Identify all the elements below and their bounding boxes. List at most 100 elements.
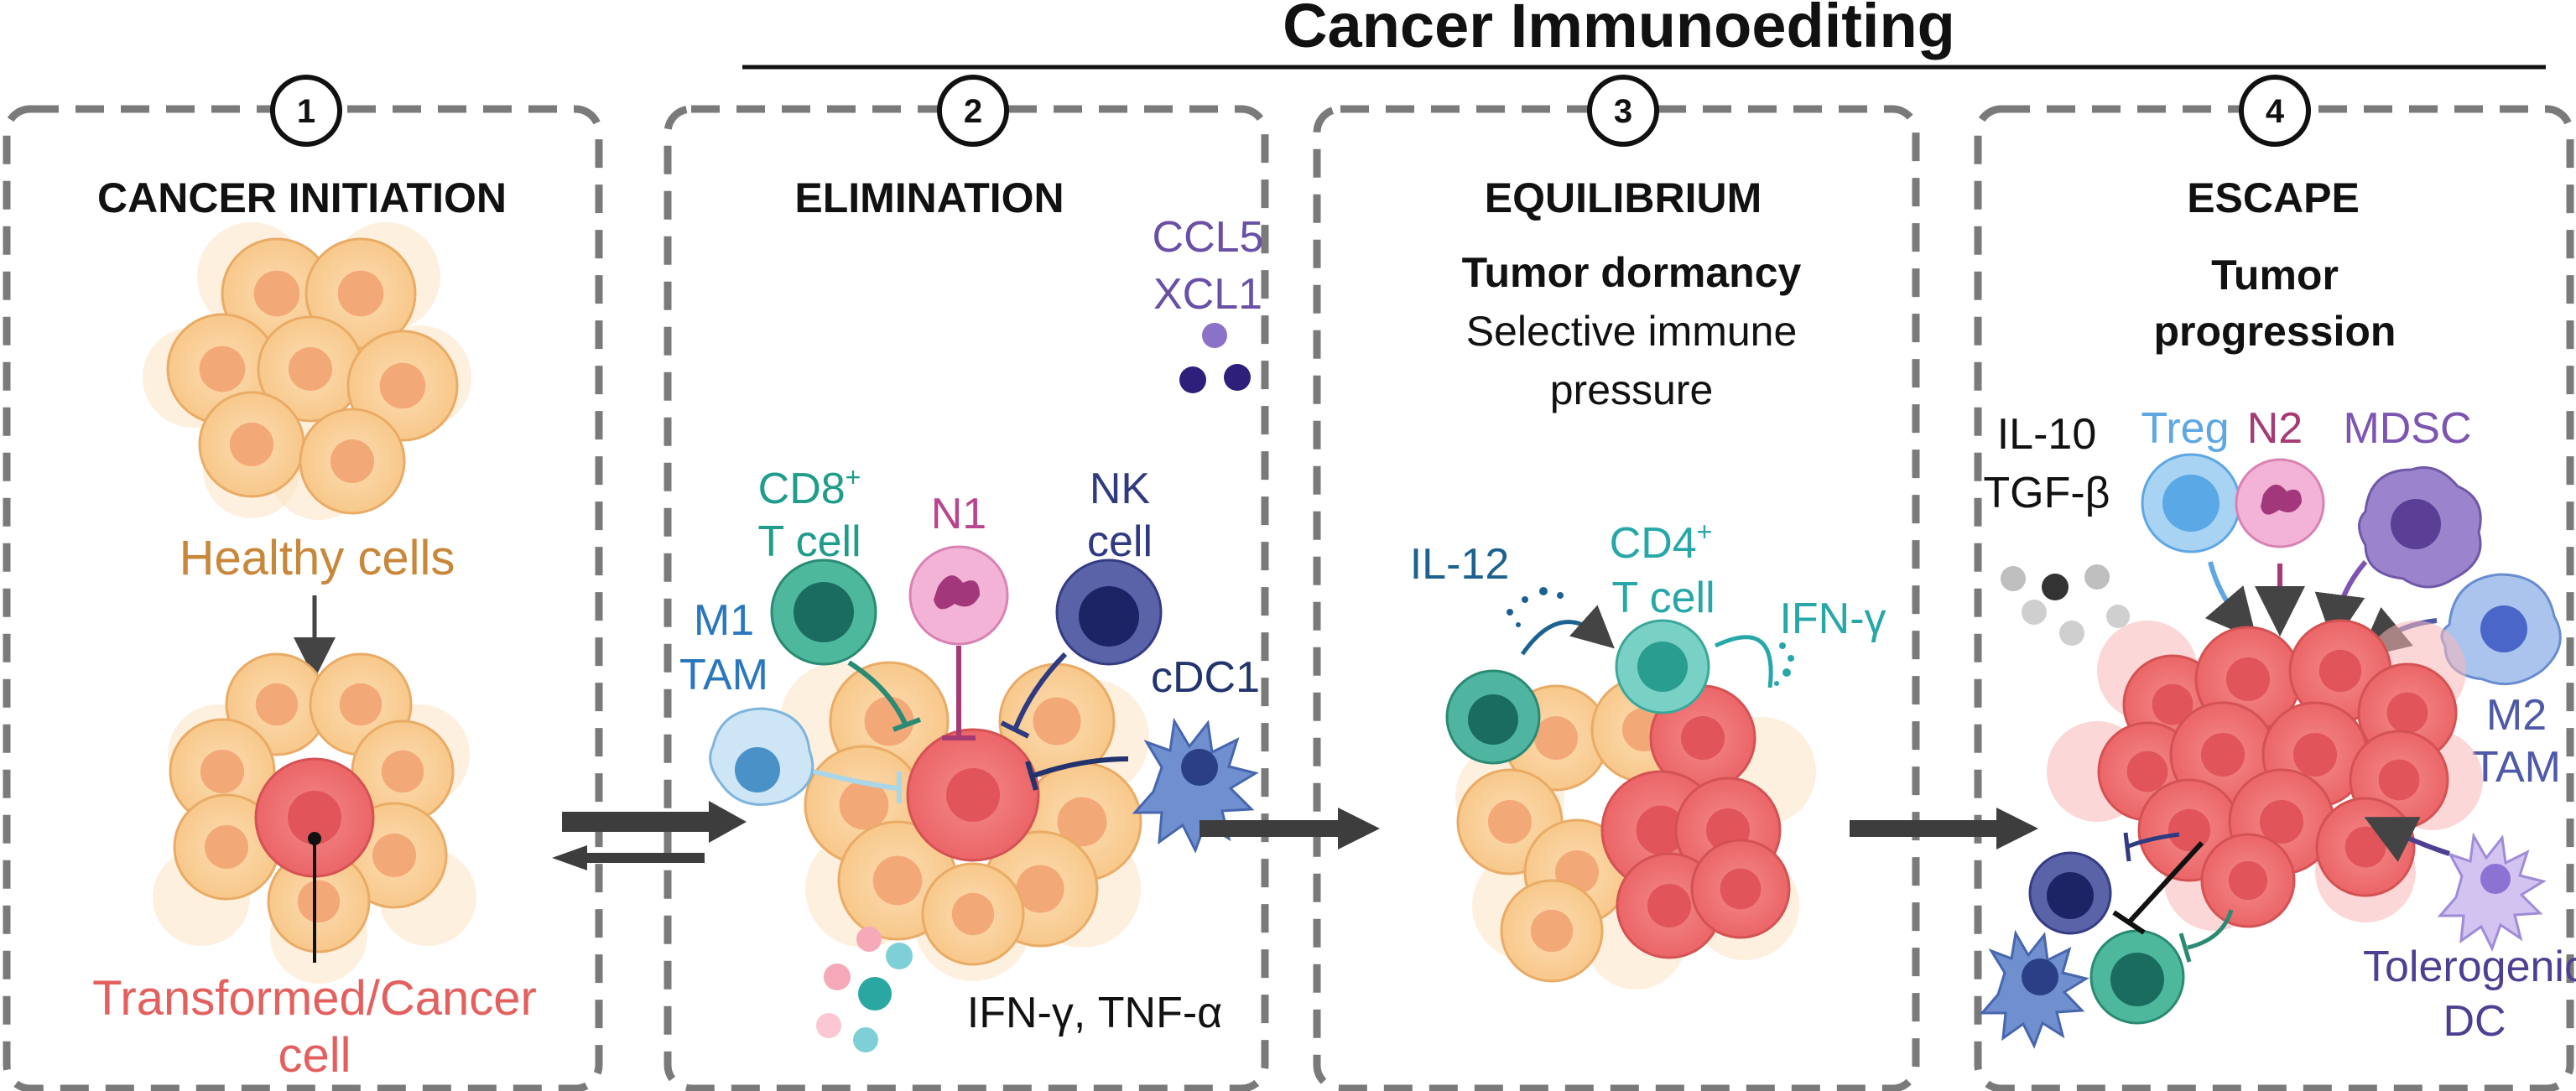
treg-icon — [2141, 453, 2241, 553]
panel-1-number-text: 1 — [297, 93, 315, 130]
cancer-cell-nucleus — [1680, 715, 1725, 761]
healthy-cell-nucleus — [229, 422, 274, 467]
nk-label-line2: cell — [1087, 517, 1153, 566]
tumor-cluster-equilibrium — [1455, 676, 1816, 990]
cancer-cell-nucleus — [2126, 751, 2168, 792]
panel-4-subtitle-line1: Tumor — [2211, 252, 2339, 299]
healthy-cell-nucleus — [951, 892, 995, 936]
diagram-title: Cancer Immunoediting — [1283, 0, 1955, 60]
il10-label: IL-10 — [1997, 410, 2097, 459]
il12-label: IL-12 — [1410, 540, 1510, 589]
healthy-cell-nucleus — [379, 362, 426, 409]
nk-cell-inhibited-icon — [2028, 851, 2112, 935]
healthy-cell-nucleus — [337, 270, 384, 317]
il12-arrow — [1520, 605, 1615, 656]
healthy-cell-nucleus — [199, 345, 246, 392]
ifng-arrow — [1714, 635, 1773, 688]
healthy-cell-nucleus — [1057, 797, 1107, 847]
cancer-cell-nucleus — [1636, 805, 1686, 855]
transformed-label-line2: cell — [278, 1028, 351, 1083]
cd8-label-line2: T cell — [757, 517, 861, 566]
panel-3-number: 3 — [1587, 75, 1659, 147]
panel-2-header: ELIMINATION — [794, 174, 1064, 221]
tgfb-label: TGF-β — [1983, 469, 2110, 517]
mdsc-icon — [2358, 466, 2482, 589]
chemokine-dots — [1179, 323, 1251, 393]
cdc1-inhibited-icon — [1979, 929, 2089, 1049]
xcl1-label: XCL1 — [1153, 270, 1262, 319]
tolerogenic-dc-icon — [2437, 832, 2547, 952]
tumor-cluster-elimination — [780, 661, 1149, 981]
cd8-label: CD8+ — [758, 462, 861, 513]
healthy-cells-label: Healthy cells — [180, 531, 455, 585]
panel-2-number-text: 2 — [964, 93, 982, 130]
panel-3-subtitle-bold: Tumor dormancy — [1462, 249, 1802, 296]
il12-particles — [1507, 587, 1564, 627]
healthy-cell-nucleus — [372, 833, 417, 878]
healthy-cell-nucleus — [339, 683, 382, 726]
healthy-cell-cluster — [143, 222, 471, 520]
mdsc-label: MDSC — [2343, 404, 2471, 453]
m1-label-line2: TAM — [679, 651, 768, 699]
cancer-cell-nucleus — [2228, 860, 2268, 901]
healthy-cell-nucleus — [839, 780, 889, 830]
healthy-cell-nucleus — [330, 439, 375, 484]
m2-label-line2: TAM — [2472, 743, 2561, 792]
transformed-label-line1: Transformed/Cancer — [92, 971, 537, 1026]
ifng-particles — [1774, 642, 1794, 686]
cdc1-label: cDC1 — [1151, 653, 1260, 702]
cd8-inhibit-line — [847, 660, 908, 727]
healthy-cell-nucleus — [200, 749, 245, 794]
healthy-cell-nucleus — [1530, 909, 1574, 953]
cancer-cell-nucleus — [2152, 683, 2194, 725]
m2-tam-icon — [2440, 573, 2562, 686]
panel-4-header: ESCAPE — [2187, 174, 2360, 221]
cd4-label: CD4+ — [1610, 517, 1713, 568]
tolerogenic-label-line2: DC — [2443, 997, 2506, 1046]
healthy-cell-nucleus — [381, 750, 424, 793]
m1-label-line1: M1 — [694, 596, 754, 645]
healthy-cell-nucleus — [204, 824, 249, 870]
cd8-inhibited-icon — [2089, 929, 2185, 1025]
tumor-cluster-escape — [2047, 619, 2483, 931]
healthy-cell-nucleus — [1016, 865, 1064, 913]
cancer-cell-nucleus — [2259, 799, 2304, 844]
cancer-cell-nucleus — [2292, 732, 2338, 777]
arrow-2-to-3 — [1200, 808, 1380, 849]
cancer-cell-nucleus — [1720, 868, 1762, 910]
healthy-cell-nucleus — [872, 855, 923, 906]
panel-4-number-text: 4 — [2266, 93, 2285, 130]
cancer-cell-nucleus — [2167, 808, 2211, 852]
cd4-label-line2: T cell — [1611, 574, 1715, 622]
panel-3-subtitle-line1: Selective immune — [1466, 308, 1798, 355]
panel-4-number: 4 — [2239, 75, 2311, 147]
panel-4-subtitle-line2: progression — [2154, 308, 2396, 355]
healthy-cell-nucleus — [297, 880, 341, 923]
cytokine-dots — [816, 927, 913, 1052]
n2-label: N2 — [2247, 404, 2303, 453]
cancer-cell-nucleus — [2200, 732, 2246, 777]
n1-label: N1 — [931, 490, 986, 538]
reversible-arrows — [552, 801, 747, 870]
healthy-cell-nucleus — [1033, 697, 1081, 746]
ccl5-label: CCL5 — [1153, 213, 1264, 262]
ifng-label-p3: IFN-γ — [1779, 595, 1886, 643]
cancer-cell-nucleus — [2318, 649, 2362, 693]
cytokine-label: IFN-γ, TNF-α — [967, 989, 1222, 1037]
m1-tam-icon — [709, 707, 814, 806]
panel-1-number: 1 — [270, 75, 342, 147]
tolerogenic-arrow — [2364, 817, 2450, 862]
panel-3-subtitle-line2: pressure — [1550, 366, 1714, 413]
treg-arrow — [2204, 561, 2257, 641]
cancer-cell-nucleus — [1647, 883, 1692, 928]
cancer-cell-nucleus — [2344, 826, 2386, 868]
n1-neutrophil-icon — [908, 545, 1009, 646]
cancer-cell-nucleus — [2225, 657, 2271, 702]
nk-label-line1: NK — [1090, 465, 1151, 513]
panel-2-number: 2 — [937, 75, 1009, 147]
cd4-t-cell-icon — [1615, 619, 1710, 714]
m2-label-line1: M2 — [2486, 691, 2547, 740]
cdc1-inhibit-line — [1033, 756, 1129, 778]
cd8-t-cell-icon — [770, 558, 877, 666]
